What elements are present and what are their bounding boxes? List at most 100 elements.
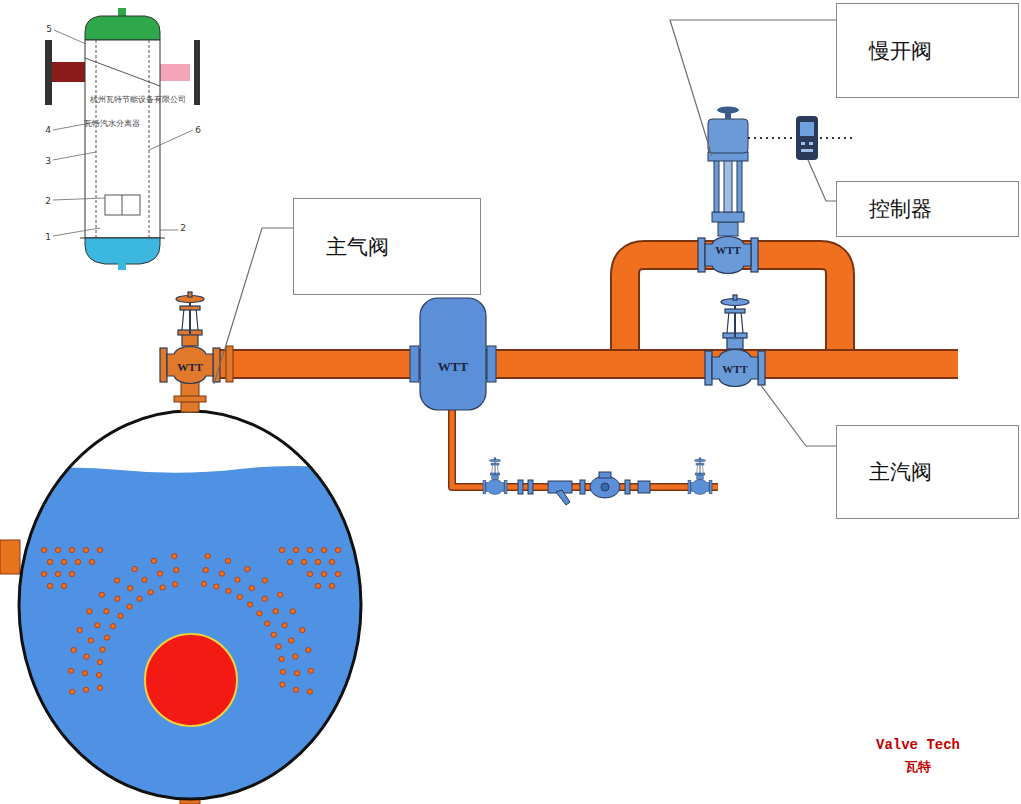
- steam-trap: [590, 476, 620, 498]
- valve-brand: WTT: [715, 245, 741, 256]
- fire-tube: [287, 559, 292, 564]
- drum-outline: [19, 411, 361, 799]
- slow-open-valve: [698, 107, 758, 274]
- inset-flange: [45, 40, 52, 105]
- inset-note: 瓦特汽水分离器: [84, 120, 140, 128]
- valve-bonnet: [721, 295, 749, 349]
- fire-tube: [100, 647, 105, 652]
- fire-tube: [70, 689, 75, 694]
- fire-tube: [97, 547, 102, 552]
- fire-tube: [307, 547, 312, 552]
- callout-box: 慢开阀: [836, 3, 1019, 98]
- fire-tube: [294, 671, 299, 676]
- drain-valve: [694, 458, 705, 480]
- fire-tube: [69, 547, 74, 552]
- inset-leader: [160, 230, 178, 231]
- strainer-leg: [556, 490, 570, 505]
- fire-tube: [128, 586, 133, 591]
- inset-leader: [53, 198, 105, 200]
- inner-line: [149, 40, 150, 238]
- fire-tube: [214, 584, 219, 589]
- fire-tube: [279, 547, 284, 552]
- fire-tube: [235, 577, 240, 582]
- fire-tube: [160, 585, 165, 590]
- fire-tube: [71, 647, 76, 652]
- fire-tube: [89, 559, 94, 564]
- callout-number: 4: [45, 126, 51, 135]
- fire-tube: [321, 547, 326, 552]
- outlet-nozzle: [160, 64, 190, 81]
- main-pipe: [220, 351, 958, 377]
- fire-tube: [219, 571, 224, 576]
- fire-tube: [69, 571, 74, 576]
- fire-tube: [97, 660, 102, 665]
- drain-assembly: [483, 458, 712, 505]
- drain-valve: [688, 480, 712, 495]
- fire-tube: [41, 571, 46, 576]
- fire-tube: [293, 687, 298, 692]
- inset-leader: [54, 30, 86, 44]
- fire-tube: [142, 577, 147, 582]
- fire-tube: [61, 559, 66, 564]
- callout-number: 3: [45, 157, 51, 166]
- fire-tube: [115, 596, 120, 601]
- fire-tube: [104, 635, 109, 640]
- fire-tube: [61, 583, 66, 588]
- fire-tube: [300, 627, 305, 632]
- valve-brand: WTT: [177, 362, 203, 373]
- main-gas-valve: [160, 292, 233, 412]
- inner-line: [96, 40, 97, 238]
- valve-body: [698, 237, 758, 274]
- fire-tube: [315, 583, 320, 588]
- fire-tube: [96, 672, 101, 677]
- fire-tube: [110, 624, 115, 629]
- fire-tube: [315, 559, 320, 564]
- leader-line: [214, 228, 293, 384]
- fire-tube: [307, 689, 312, 694]
- fire-tube: [329, 559, 334, 564]
- fire-tube: [278, 592, 283, 597]
- bottom-nipple: [118, 262, 126, 270]
- inset-leader: [53, 30, 193, 236]
- fire-tube: [201, 581, 206, 586]
- callout-number: 5: [46, 25, 52, 34]
- leader-lines: [214, 20, 836, 446]
- fire-tube: [307, 571, 312, 576]
- callout-number: 2: [180, 224, 186, 233]
- union: [528, 480, 533, 494]
- leader-line: [760, 384, 836, 446]
- callout-number: 2: [45, 197, 51, 206]
- leader-line: [670, 20, 836, 156]
- bottom-head: [85, 238, 160, 264]
- fire-tube: [329, 583, 334, 588]
- furnace: [145, 634, 237, 726]
- callout-text: 主汽阀: [869, 458, 1018, 486]
- callout-text: 主气阀: [326, 233, 480, 261]
- inset-leader: [149, 130, 193, 150]
- fire-tube: [75, 559, 80, 564]
- fire-tube: [301, 559, 306, 564]
- main-pipe-edge: [220, 349, 958, 379]
- callout-number: 6: [195, 126, 201, 135]
- fire-tube: [280, 682, 285, 687]
- callout-box: 主气阀: [293, 198, 481, 295]
- valve-body: [705, 350, 765, 387]
- fire-tube: [321, 571, 326, 576]
- union: [638, 481, 650, 493]
- fire-tube: [84, 654, 89, 659]
- drain-valve: [489, 458, 500, 480]
- separator-inset: [45, 8, 200, 270]
- valve-bonnet: [176, 292, 204, 346]
- fire-tube: [273, 609, 278, 614]
- fire-tube: [280, 669, 285, 674]
- fire-tube: [335, 571, 340, 576]
- fire-tube: [151, 558, 156, 563]
- fire-tube: [174, 567, 179, 572]
- union: [580, 480, 585, 494]
- fire-tube: [99, 592, 104, 597]
- fire-tube: [115, 578, 120, 583]
- fire-tube: [279, 656, 284, 661]
- steam-separator: [410, 298, 496, 410]
